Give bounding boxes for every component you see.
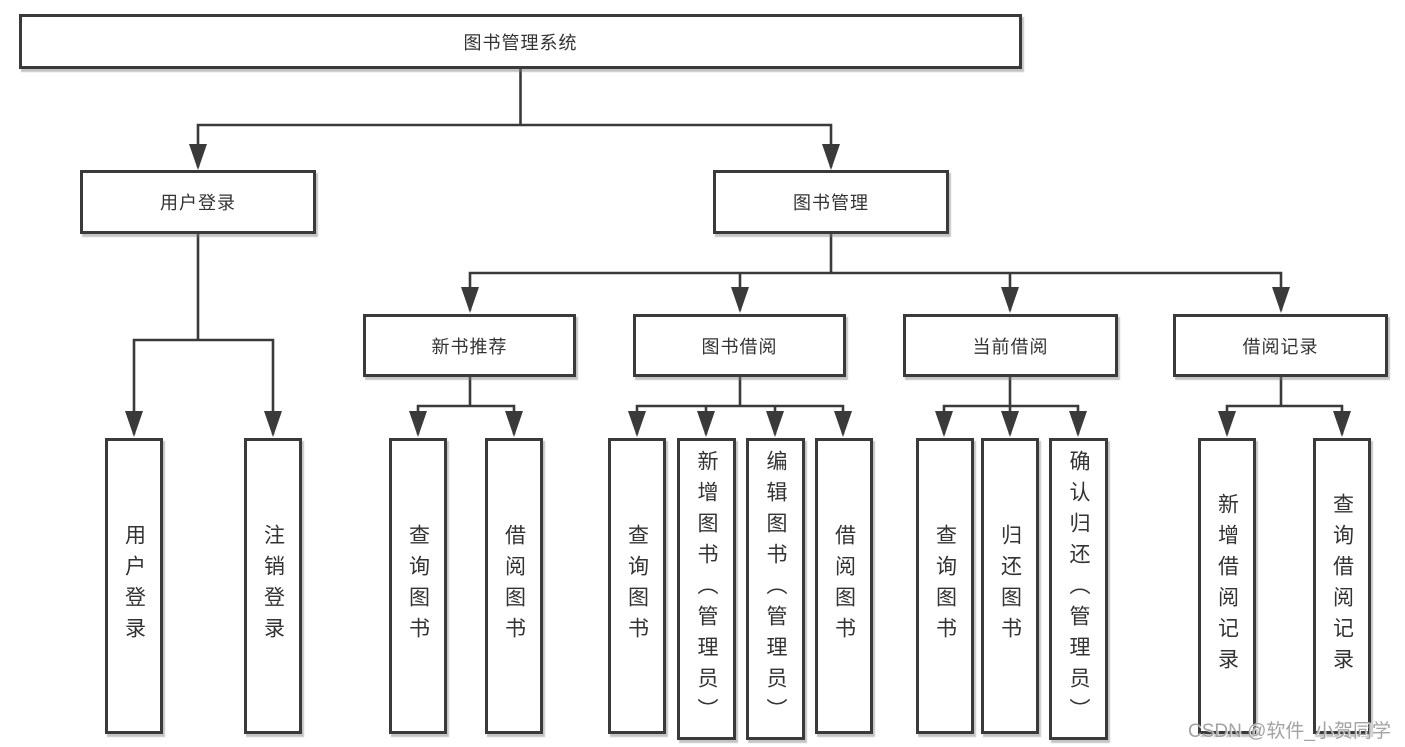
arrowhead-icon <box>461 287 479 313</box>
csdn-watermark: CSDN @软件_小贺同学 <box>1188 721 1391 742</box>
node-label: 注销登录 <box>261 524 285 648</box>
node-label: 用户登录 <box>122 524 146 648</box>
arrowhead-icon <box>822 144 840 170</box>
node-label: 图书管理 <box>793 193 869 213</box>
connector-current-borrow-children <box>935 375 1087 437</box>
node-label: 借阅图书 <box>832 524 856 648</box>
arrowhead-icon <box>697 411 715 437</box>
arrowhead-icon <box>189 144 207 170</box>
leaf-borrow-books-borrowing: 借阅图书 <box>815 438 873 734</box>
node-current-borrowing: 当前借阅 <box>903 314 1118 377</box>
leaf-return-books: 归还图书 <box>981 438 1039 734</box>
arrowhead-icon <box>505 411 523 437</box>
arrowhead-icon <box>264 411 282 437</box>
arrowhead-icon <box>1218 411 1236 437</box>
node-label: 当前借阅 <box>972 336 1049 357</box>
node-label: 借阅记录 <box>1242 336 1319 357</box>
node-label: 查询借阅记录 <box>1330 493 1354 679</box>
arrowhead-icon <box>731 287 749 313</box>
node-label: 图书借阅 <box>701 336 778 357</box>
node-user-login: 用户登录 <box>80 170 316 234</box>
arrowhead-icon <box>409 411 427 437</box>
leaf-logout: 注销登录 <box>244 438 302 734</box>
arrowhead-icon <box>125 411 143 437</box>
leaf-query-books-borrowing: 查询图书 <box>608 438 666 734</box>
arrowhead-icon <box>766 411 784 437</box>
node-label: 查询图书 <box>933 524 957 648</box>
arrowhead-icon <box>935 411 953 437</box>
arrowhead-icon <box>1272 287 1290 313</box>
node-library-management-system: 图书管理系统 <box>19 14 1022 69</box>
node-label: 新增图书（管理员） <box>695 449 718 729</box>
arrowhead-icon <box>1001 287 1019 313</box>
leaf-query-books-current: 查询图书 <box>916 438 974 734</box>
node-label: 归还图书 <box>998 524 1022 648</box>
connector-root-to-level1 <box>189 67 840 170</box>
node-label: 确认归还（管理员） <box>1067 449 1090 729</box>
node-new-book-recommendation: 新书推荐 <box>363 314 576 377</box>
connector-book-management-groups <box>461 232 1290 313</box>
leaf-add-borrow-record: 新增借阅记录 <box>1198 438 1256 734</box>
leaf-user-login: 用户登录 <box>105 438 163 734</box>
arrowhead-icon <box>1333 411 1351 437</box>
connector-borrow-records-children <box>1218 375 1351 437</box>
leaf-query-books-recommend: 查询图书 <box>389 438 447 734</box>
node-label: 编辑图书（管理员） <box>764 449 787 729</box>
node-label: 查询图书 <box>625 524 649 648</box>
node-borrowing-records: 借阅记录 <box>1173 314 1388 377</box>
leaf-edit-books-admin: 编辑图书（管理员） <box>746 438 805 740</box>
node-label: 图书管理系统 <box>463 32 578 53</box>
arrowhead-icon <box>628 411 646 437</box>
connector-user-login-children <box>125 232 282 437</box>
node-book-borrowing: 图书借阅 <box>633 314 846 377</box>
arrowhead-icon <box>1001 411 1019 437</box>
arrowhead-icon <box>834 411 852 437</box>
leaf-borrow-books-recommend: 借阅图书 <box>485 438 543 734</box>
node-label: 借阅图书 <box>502 524 526 648</box>
leaf-add-books-admin: 新增图书（管理员） <box>677 438 736 740</box>
connector-book-borrow-children <box>628 375 852 437</box>
node-label: 新增借阅记录 <box>1215 493 1239 679</box>
leaf-query-borrow-record: 查询借阅记录 <box>1313 438 1371 734</box>
leaf-confirm-return-admin: 确认归还（管理员） <box>1049 438 1108 740</box>
node-label: 查询图书 <box>406 524 430 648</box>
node-book-management: 图书管理 <box>713 170 949 234</box>
node-label: 新书推荐 <box>431 336 508 357</box>
connector-new-book-children <box>409 375 523 437</box>
node-label: 用户登录 <box>160 193 236 213</box>
arrowhead-icon <box>1069 411 1087 437</box>
